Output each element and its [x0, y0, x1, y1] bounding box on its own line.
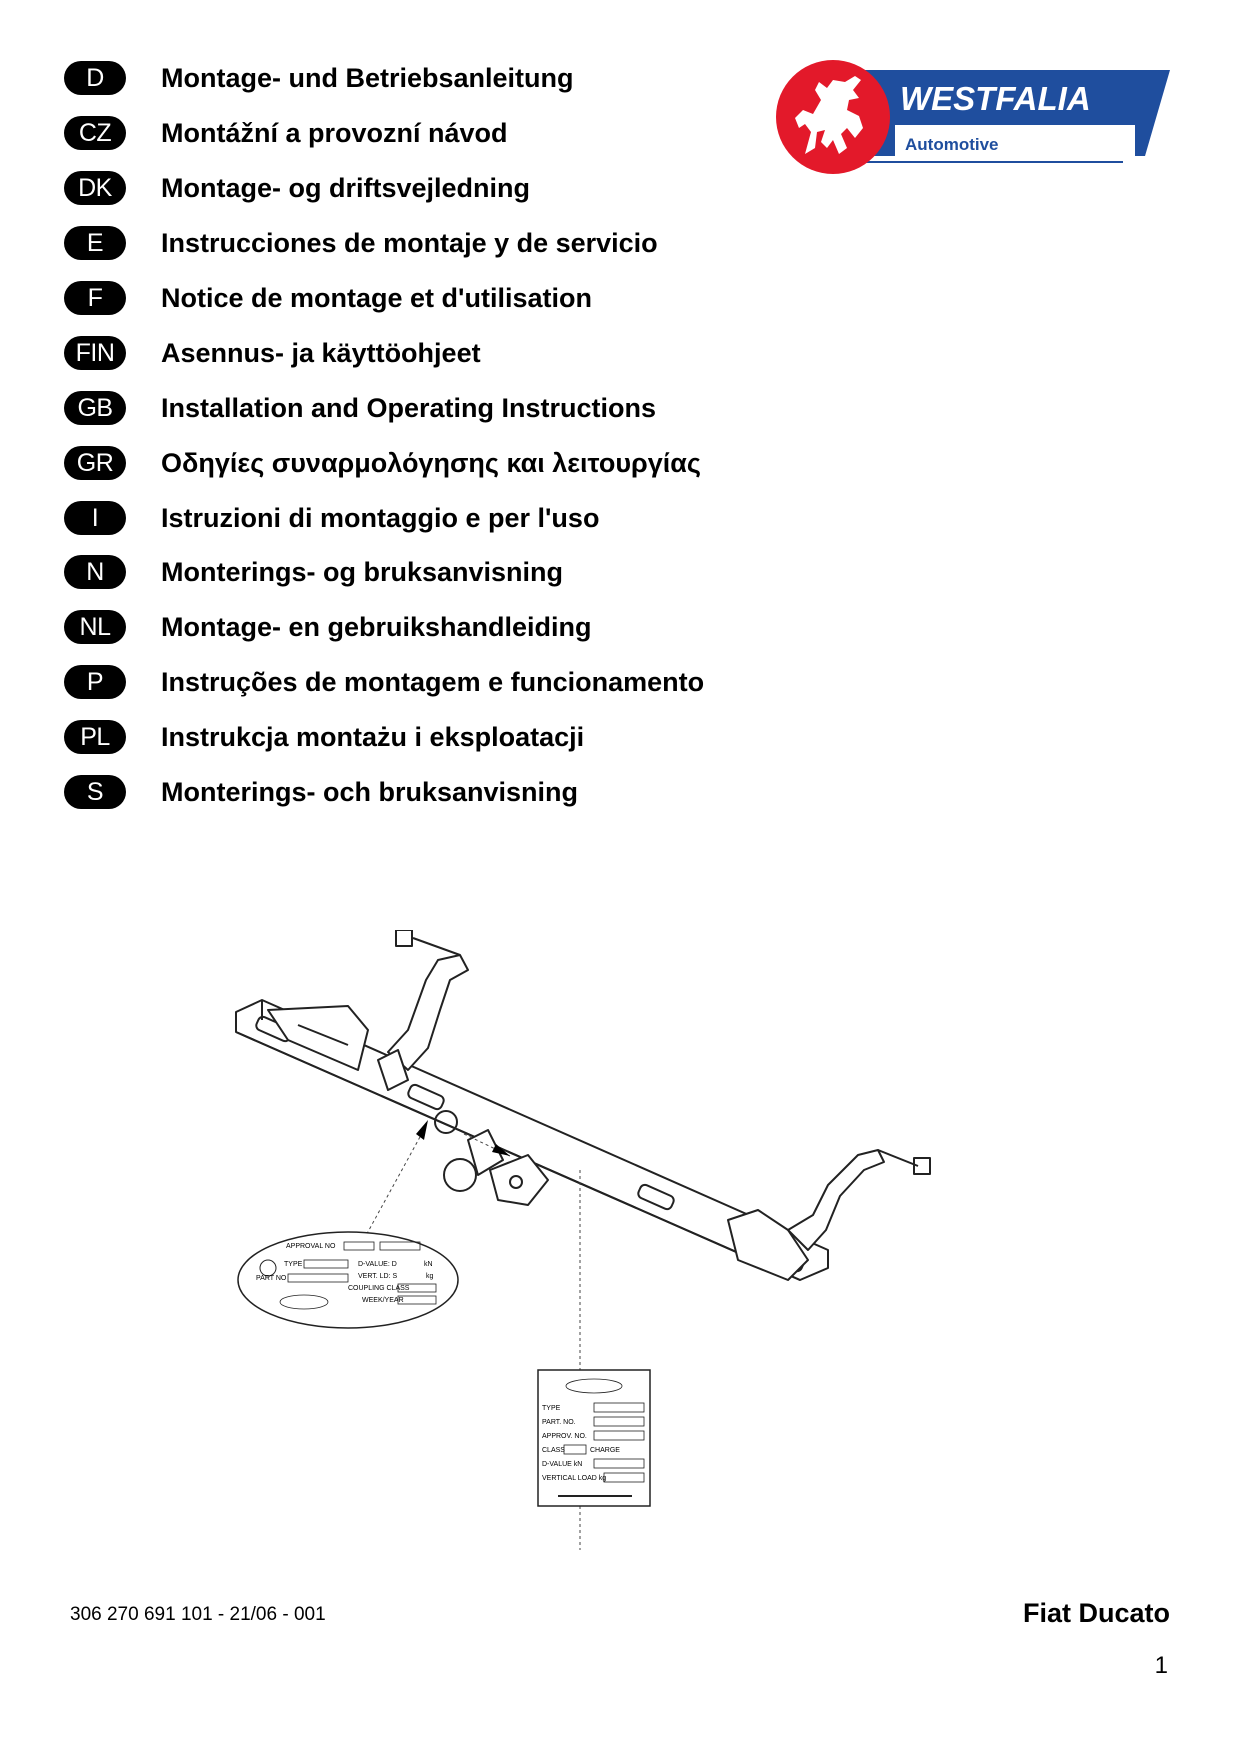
logo-subtitle-bg [895, 125, 1135, 159]
language-badge-nl: NL [64, 610, 126, 644]
language-row-fin: FIN Asennus- ja käyttöohjeet [64, 331, 481, 375]
language-row-s: S Monterings- och bruksanvisning [64, 770, 578, 814]
language-badge-s: S [64, 775, 126, 809]
language-row-gr: GR Οδηγίες συναρμολόγησης και λειτουργία… [64, 441, 701, 485]
language-row-p: P Instruções de montagem e funcionamento [64, 660, 704, 704]
brand-subtitle: Automotive [905, 135, 999, 154]
socket-plate [489, 1154, 549, 1206]
mini-logo-icon [279, 1294, 329, 1310]
language-badge-fin: FIN [64, 336, 126, 370]
language-title-gr: Οδηγίες συναρμολόγησης και λειτουργίας [161, 448, 701, 478]
plate-left-dvalue: D-VALUE: D [358, 1261, 397, 1268]
plate-left-type: TYPE [284, 1261, 303, 1268]
arrow-icon [492, 1144, 510, 1156]
westfalia-logo: WESTFALIA Automotive [776, 60, 1170, 174]
language-row-cz: CZ Montážní a provozní návod [64, 111, 508, 155]
horse-icon [795, 76, 863, 154]
socket-pin-icon [509, 1175, 523, 1189]
language-title-gb: Installation and Operating Instructions [161, 393, 657, 423]
brand-name: WESTFALIA [900, 80, 1091, 117]
language-badge-gr: GR [64, 446, 126, 480]
mini-logo-icon [565, 1378, 623, 1394]
language-badge-d: D [64, 61, 126, 95]
language-title-d: Montage- und Betriebsanleitung [161, 63, 574, 93]
language-row-dk: DK Montage- og driftsvejledning [64, 166, 530, 210]
language-title-p: Instruções de montagem e funcionamento [161, 667, 705, 697]
bolt-icon [913, 1157, 931, 1175]
language-badge-dk: DK [64, 171, 126, 205]
language-title-e: Instrucciones de montaje y de servicio [161, 228, 658, 258]
plate-right-vload: VERTICAL LOAD kg [542, 1475, 606, 1482]
language-badge-p: P [64, 665, 126, 699]
type-plate-oval: APPROVAL NO TYPE PART NO D-VALUE: D kN V… [237, 1231, 459, 1329]
type-plate-rect: TYPE PART. NO. APPROV. NO. CLASS CHARGE … [537, 1369, 651, 1507]
ball-neck [467, 1129, 504, 1176]
tow-ball-icon [443, 1158, 477, 1192]
right-bracket [727, 1209, 809, 1281]
language-badge-e: E [64, 226, 126, 260]
right-arm [787, 1149, 885, 1251]
beam-slot [637, 1183, 675, 1211]
language-row-d: D Montage- und Betriebsanleitung [64, 56, 574, 100]
document-number: 306 270 691 101 - 21/06 - 001 [70, 1604, 326, 1625]
arrow-icon [416, 1120, 428, 1140]
language-title-s: Monterings- och bruksanvisning [161, 777, 579, 807]
plate-left-vertld: VERT. LD: S [358, 1273, 397, 1280]
language-row-f: F Notice de montage et d'utilisation [64, 276, 592, 320]
towbar-drawing: APPROVAL NO TYPE PART NO D-VALUE: D kN V… [235, 930, 931, 1550]
language-title-n: Monterings- og bruksanvisning [161, 557, 564, 587]
vehicle-model: Fiat Ducato [1022, 1598, 1170, 1628]
language-badge-f: F [64, 281, 126, 315]
language-row-n: N Monterings- og bruksanvisning [64, 550, 563, 594]
plate-left-approval: APPROVAL NO [286, 1243, 336, 1250]
language-title-cz: Montážní a provozní návod [161, 118, 508, 148]
language-title-pl: Instrukcja montażu i eksploatacji [161, 722, 585, 752]
language-row-gb: GB Installation and Operating Instructio… [64, 386, 656, 430]
plate-right-part: PART. NO. [542, 1419, 576, 1426]
plate-right-type: TYPE [542, 1405, 561, 1412]
language-title-f: Notice de montage et d'utilisation [161, 283, 592, 313]
bolt-icon [395, 930, 413, 947]
language-title-fin: Asennus- ja käyttöohjeet [161, 338, 481, 368]
plate-right-approv: APPROV. NO. [542, 1433, 587, 1440]
center-bracket [377, 1049, 409, 1091]
plate-right-dvalue: D-VALUE kN [542, 1461, 582, 1468]
plate-right-charge: CHARGE [590, 1447, 620, 1454]
language-row-e: E Instrucciones de montaje y de servicio [64, 221, 658, 265]
socket-icon [434, 1110, 458, 1134]
plate-left-vertunit: kg [426, 1273, 434, 1280]
language-badge-gb: GB [64, 391, 126, 425]
language-row-pl: PL Instrukcja montażu i eksploatacji [64, 715, 584, 759]
page-number: 1 [1154, 1652, 1168, 1679]
approval-mark-icon [259, 1259, 277, 1277]
language-row-i: I Istruzioni di montaggio e per l'uso [64, 496, 599, 540]
language-title-nl: Montage- en gebruikshandleiding [161, 612, 592, 642]
plate-left-dunit: kN [424, 1261, 433, 1268]
plate-right-class: CLASS [542, 1447, 565, 1454]
language-badge-i: I [64, 501, 126, 535]
plate-left-week: WEEK/YEAR [362, 1297, 404, 1304]
beam-slot [407, 1083, 445, 1111]
language-title-dk: Montage- og driftsvejledning [161, 173, 530, 203]
language-badge-n: N [64, 555, 126, 589]
left-arm [387, 954, 469, 1071]
language-badge-cz: CZ [64, 116, 126, 150]
language-title-i: Istruzioni di montaggio e per l'uso [161, 503, 600, 533]
plate-left-coupling: COUPLING CLASS [348, 1285, 410, 1292]
language-badge-pl: PL [64, 720, 126, 754]
plate-left-part: PART NO [256, 1275, 287, 1282]
left-bracket [267, 1005, 369, 1071]
language-row-nl: NL Montage- en gebruikshandleiding [64, 605, 592, 649]
